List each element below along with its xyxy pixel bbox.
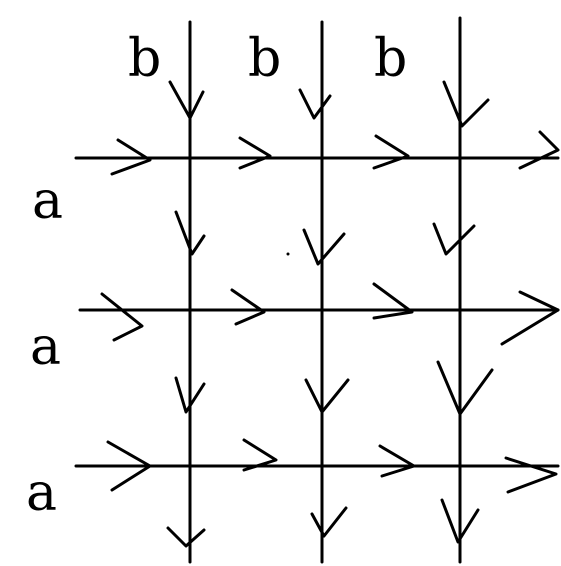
column-label-3: b [374, 29, 407, 89]
down-arrow-icon [174, 210, 206, 256]
down-arrow-icon [436, 360, 494, 416]
down-arrow-icon [310, 506, 348, 538]
right-arrow-icon [110, 138, 152, 176]
down-arrow-icon [304, 378, 350, 414]
right-arrow-icon [504, 456, 558, 494]
down-arrow-icon [442, 80, 490, 128]
right-arrow-icon [238, 136, 272, 170]
right-arrow-icon [500, 290, 560, 346]
down-arrow-icon [298, 88, 332, 120]
down-arrow-icon [174, 376, 206, 414]
down-arrow-icon [166, 526, 206, 548]
right-arrow-icon [518, 130, 560, 170]
row-label-2: a [30, 317, 61, 377]
column-label-2: b [248, 29, 281, 89]
right-arrow-icon [372, 134, 410, 170]
down-arrow-icon [168, 80, 205, 120]
stray-dot [286, 252, 290, 256]
right-arrow-icon [372, 282, 414, 320]
down-arrow-icon [440, 498, 480, 544]
row-label-1: a [32, 171, 63, 231]
down-arrow-icon [302, 228, 346, 266]
right-arrow-icon [100, 292, 144, 342]
row-label-3: a [26, 463, 57, 523]
right-arrow-icon [378, 444, 416, 478]
down-arrow-icon [432, 222, 476, 256]
column-label-1: b [128, 29, 161, 89]
right-arrow-icon [106, 440, 152, 492]
right-arrow-icon [230, 288, 266, 326]
right-arrow-icon [242, 438, 278, 472]
